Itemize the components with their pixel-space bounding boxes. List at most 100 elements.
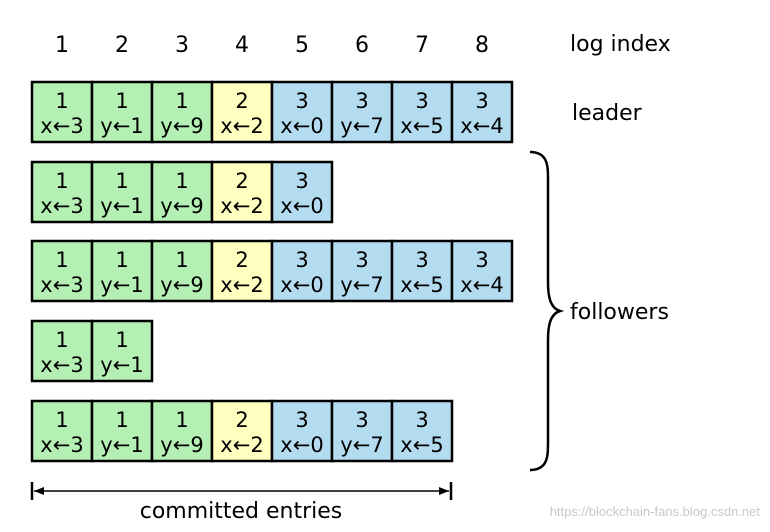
log-entry-box — [90, 399, 154, 463]
log-entry: 3x←5 — [390, 239, 454, 303]
log-entry-term: 3 — [295, 169, 308, 193]
log-entry-term: 1 — [115, 89, 128, 113]
log-entry-box — [90, 319, 154, 383]
log-entry: 3y←7 — [330, 80, 394, 144]
log-entry-term: 1 — [175, 89, 188, 113]
log-entry-term: 2 — [235, 248, 248, 272]
log-entry: 1y←1 — [90, 160, 154, 224]
log-entry-box — [90, 160, 154, 224]
log-entry-box — [30, 239, 94, 303]
log-entry-box — [330, 399, 394, 463]
log-index-number: 6 — [355, 33, 369, 58]
log-entry-command: x←4 — [460, 114, 503, 138]
log-entry: 2x←2 — [210, 399, 274, 463]
log-entry: 1y←9 — [150, 239, 214, 303]
log-entry-command: x←0 — [280, 114, 323, 138]
follower-log-1: 1x←31y←11y←92x←23x←0 — [30, 160, 334, 224]
log-entry-command: y←7 — [340, 433, 383, 457]
log-entry-term: 3 — [355, 408, 368, 432]
log-index-number: 2 — [115, 33, 129, 58]
log-entry-term: 1 — [115, 328, 128, 352]
log-entry: 3x←4 — [450, 239, 514, 303]
log-entry-term: 2 — [235, 89, 248, 113]
log-entry: 3x←5 — [390, 80, 454, 144]
log-entry-box — [450, 239, 514, 303]
leader-label: leader — [572, 101, 643, 126]
log-entry-box — [270, 80, 334, 144]
log-entry: 1y←9 — [150, 399, 214, 463]
log-entry-term: 1 — [115, 169, 128, 193]
log-entry: 1y←1 — [90, 80, 154, 144]
log-entry-term: 3 — [295, 89, 308, 113]
log-entry: 1y←1 — [90, 319, 154, 383]
log-entry: 3x←0 — [270, 80, 334, 144]
log-entry-command: x←3 — [40, 114, 83, 138]
log-entry-command: x←4 — [460, 273, 503, 297]
log-index-number: 4 — [235, 33, 249, 58]
committed-entries-label: committed entries — [140, 499, 343, 524]
log-entry-box — [210, 399, 274, 463]
log-entry-box — [270, 160, 334, 224]
log-entry-term: 3 — [355, 89, 368, 113]
log-entry: 1x←3 — [30, 239, 94, 303]
log-entry-term: 3 — [295, 408, 308, 432]
log-entry-box — [30, 160, 94, 224]
log-index-number: 5 — [295, 33, 309, 58]
log-entry-box — [210, 239, 274, 303]
log-entry: 1y←9 — [150, 160, 214, 224]
log-entry-term: 1 — [115, 248, 128, 272]
log-entry: 1x←3 — [30, 160, 94, 224]
log-entry: 3x←5 — [390, 399, 454, 463]
log-index-number: 8 — [475, 33, 489, 58]
log-entry-term: 1 — [55, 248, 68, 272]
log-entry-term: 1 — [55, 408, 68, 432]
log-entry-term: 1 — [175, 248, 188, 272]
log-entry-term: 1 — [115, 408, 128, 432]
log-index-number: 3 — [175, 33, 189, 58]
log-entry-term: 3 — [415, 89, 428, 113]
log-entry-command: x←5 — [400, 273, 443, 297]
log-index-number: 7 — [415, 33, 429, 58]
follower-log-4: 1x←31y←11y←92x←23x←03y←73x←5 — [30, 399, 454, 463]
log-entry-term: 2 — [235, 408, 248, 432]
log-entry-command: x←3 — [40, 433, 83, 457]
followers-label: followers — [570, 300, 669, 325]
log-entry-command: y←1 — [100, 273, 143, 297]
log-entry: 3x←0 — [270, 160, 334, 224]
log-entry-term: 2 — [235, 169, 248, 193]
log-entry-command: y←9 — [160, 433, 203, 457]
log-entry: 1x←3 — [30, 319, 94, 383]
log-entry: 1y←9 — [150, 80, 214, 144]
log-entry: 2x←2 — [210, 160, 274, 224]
log-entry-term: 1 — [175, 169, 188, 193]
log-entry-command: y←9 — [160, 194, 203, 218]
log-entry-command: y←1 — [100, 433, 143, 457]
log-entry-command: y←1 — [100, 114, 143, 138]
log-rows: 1x←31y←11y←92x←23x←03y←73x←53x←41x←31y←1… — [30, 80, 514, 463]
log-entry-box — [30, 319, 94, 383]
log-entry-term: 3 — [415, 248, 428, 272]
watermark: https://blockchain-fans.blog.csdn.net — [550, 504, 761, 519]
leader-log: 1x←31y←11y←92x←23x←03y←73x←53x←4 — [30, 80, 514, 144]
log-entry-command: x←3 — [40, 273, 83, 297]
log-entry: 2x←2 — [210, 239, 274, 303]
log-entry-box — [90, 80, 154, 144]
log-index-label: log index — [570, 32, 671, 57]
log-entry: 1x←3 — [30, 80, 94, 144]
log-entry: 3x←0 — [270, 239, 334, 303]
log-entry-command: x←2 — [220, 273, 263, 297]
log-entry: 3y←7 — [330, 239, 394, 303]
log-entry-term: 3 — [295, 248, 308, 272]
log-entry-term: 1 — [55, 328, 68, 352]
log-entry-box — [30, 80, 94, 144]
log-entry-command: y←1 — [100, 353, 143, 377]
log-entry: 1y←1 — [90, 399, 154, 463]
log-entry-command: y←9 — [160, 273, 203, 297]
log-entry-command: x←3 — [40, 194, 83, 218]
log-entry: 2x←2 — [210, 80, 274, 144]
log-entry-command: y←7 — [340, 273, 383, 297]
log-entry-box — [330, 80, 394, 144]
followers-brace-icon — [529, 150, 565, 472]
follower-log-2: 1x←31y←11y←92x←23x←03y←73x←53x←4 — [30, 239, 514, 303]
